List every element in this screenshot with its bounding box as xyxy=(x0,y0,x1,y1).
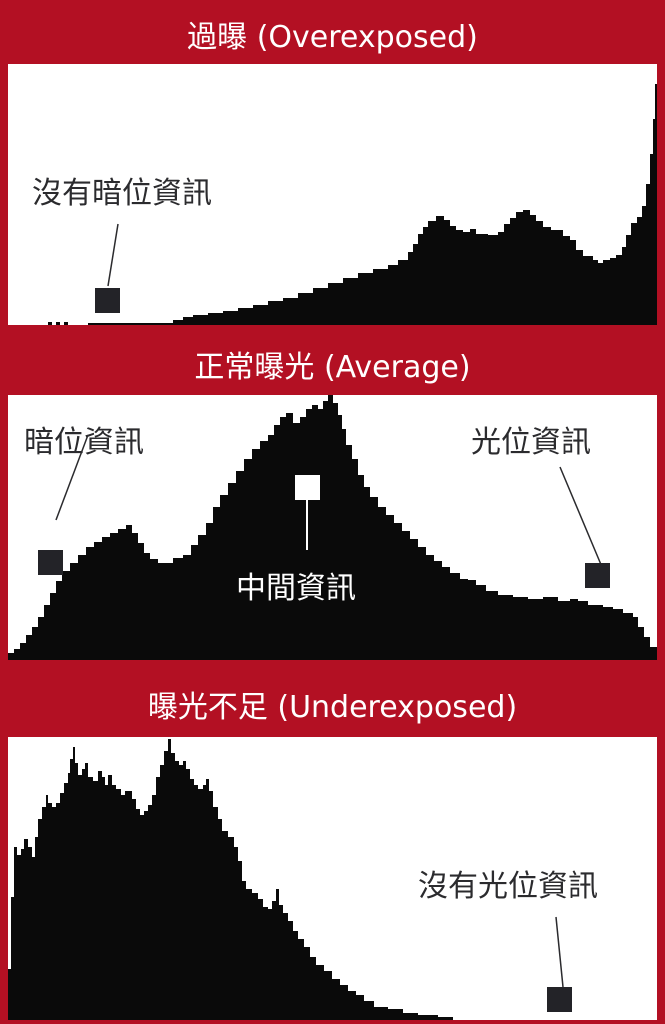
shadow-marker-square xyxy=(38,550,63,575)
annotation-no-shadow-info: 沒有暗位資訊 xyxy=(32,176,212,211)
histogram-overexposed xyxy=(8,84,657,325)
histogram-panel-underexposed: 沒有光位資訊 xyxy=(8,737,657,1020)
annotation-midtone-info: 中間資訊 xyxy=(236,571,356,606)
annotation-highlight-info: 光位資訊 xyxy=(471,425,591,460)
histogram-average xyxy=(8,395,657,660)
section-title-underexposed: 曝光不足 (Underexposed) xyxy=(147,690,518,725)
section-title-average: 正常曝光 (Average) xyxy=(194,350,471,385)
annotation-shadow-info: 暗位資訊 xyxy=(24,425,144,460)
highlight-marker-square xyxy=(547,987,572,1012)
section-title-overexposed: 過曝 (Overexposed) xyxy=(187,20,478,55)
annotation-no-highlight-info: 沒有光位資訊 xyxy=(418,869,598,904)
midtone-marker-square xyxy=(295,475,320,500)
shadow-marker-square xyxy=(95,288,120,313)
histogram-panel-average: 暗位資訊 中間資訊 光位資訊 xyxy=(8,395,657,660)
histogram-panel-overexposed: 沒有暗位資訊 xyxy=(8,64,657,325)
histogram-underexposed xyxy=(8,739,564,1020)
highlight-marker-square xyxy=(585,563,610,588)
